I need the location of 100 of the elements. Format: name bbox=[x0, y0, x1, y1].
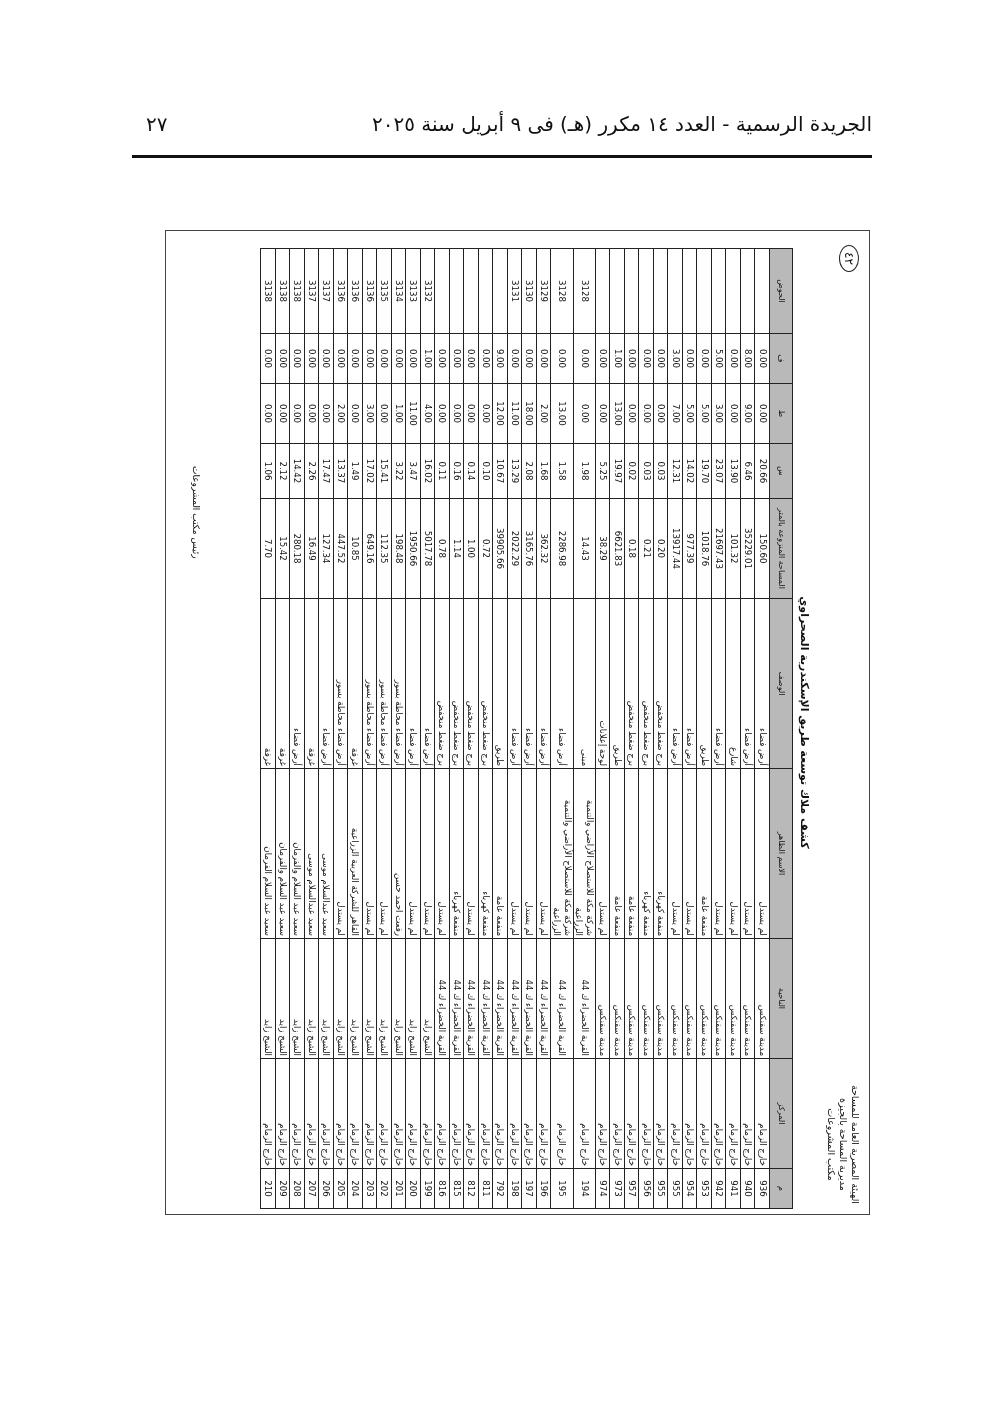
owner-name: شركة مكة للاستصلاح الأراضي والتنمية الزراعية bbox=[573, 768, 596, 939]
property-description: شارع bbox=[726, 598, 741, 769]
area-value: 280.18 bbox=[289, 498, 305, 599]
sahm-value: 13.29 bbox=[507, 443, 522, 499]
qirat-value: 2.00 bbox=[536, 383, 551, 444]
owner-name: لم يستدل bbox=[755, 768, 770, 939]
column-header: المساحة المنزوعة بالمتر bbox=[769, 498, 793, 599]
village-name: الشيخ زايد bbox=[333, 938, 348, 1059]
parcel-number: 205 bbox=[333, 1168, 348, 1209]
owner-name: لم يستدل bbox=[434, 768, 450, 939]
owner-name: منفعة كهرباء bbox=[449, 768, 464, 939]
village-name: القرية الخضراء ك 44 bbox=[573, 938, 596, 1059]
district-name: خارج الزمام bbox=[420, 1058, 435, 1169]
owner-name: سعيد عبد السلام والفرمان bbox=[289, 768, 305, 939]
district-name: خارج الزمام bbox=[697, 1058, 712, 1169]
owner-name: لم يستدل bbox=[536, 768, 551, 939]
parcel-number: 792 bbox=[492, 1168, 508, 1209]
property-description: طريق bbox=[697, 598, 712, 769]
sahm-value: 17.47 bbox=[318, 443, 334, 499]
qirat-value: 0.00 bbox=[434, 383, 450, 444]
column-header: الحوض bbox=[769, 248, 793, 334]
qirat-value: 11.00 bbox=[507, 383, 522, 444]
feddan-value: 0.00 bbox=[755, 333, 770, 384]
parcel-number: 196 bbox=[536, 1168, 551, 1209]
qirat-value: 13.00 bbox=[610, 383, 625, 444]
district-name: خارج الزمام bbox=[682, 1058, 697, 1169]
column-header: الوصف bbox=[769, 598, 793, 769]
owner-name: شركة مكة للاستصلاح الأراضي والتنمية الزراعية bbox=[550, 768, 574, 939]
area-value: 101.32 bbox=[726, 498, 741, 599]
qirat-value: 0.00 bbox=[755, 383, 770, 444]
qirat-value: 0.00 bbox=[260, 383, 276, 444]
village-name: مدينة سفنكس bbox=[595, 938, 610, 1059]
district-name: خارج الزمام bbox=[463, 1058, 479, 1169]
owner-name: لم يستدل bbox=[682, 768, 697, 939]
property-description: أرض فضاء محاطة بسور bbox=[362, 598, 377, 769]
parcel-number: 973 bbox=[610, 1168, 625, 1209]
parcel-number: 206 bbox=[318, 1168, 334, 1209]
district-name: خارج الزمام bbox=[668, 1058, 683, 1169]
district-name: خارج الزمام bbox=[275, 1058, 290, 1169]
feddan-value: 0.00 bbox=[289, 333, 305, 384]
feddan-value: 0.00 bbox=[449, 333, 464, 384]
area-value: 1950.66 bbox=[405, 498, 421, 599]
property-description: أرض فضاء محاطة بسور bbox=[376, 598, 392, 769]
qirat-value: 0.00 bbox=[449, 383, 464, 444]
sahm-value: 3.47 bbox=[405, 443, 421, 499]
owner-name: لم يستدل bbox=[595, 768, 610, 939]
owner-name: سعيد عبدالسلام موسى bbox=[318, 768, 334, 939]
parcel-number: 198 bbox=[507, 1168, 522, 1209]
sahm-value: 19.97 bbox=[610, 443, 625, 499]
sahm-value: 1.68 bbox=[536, 443, 551, 499]
village-name: مدينة سفنكس bbox=[726, 938, 741, 1059]
feddan-value: 1.00 bbox=[420, 333, 435, 384]
basin-number: 3136 bbox=[333, 248, 348, 334]
sahm-value: 3.22 bbox=[391, 443, 406, 499]
district-name: خارج الزمام bbox=[347, 1058, 363, 1169]
district-name: خارج الزمام bbox=[362, 1058, 377, 1169]
parcel-number: 811 bbox=[478, 1168, 493, 1209]
sahm-value: 19.70 bbox=[697, 443, 712, 499]
property-description: غرفة bbox=[347, 598, 363, 769]
qirat-value: 0.00 bbox=[595, 383, 610, 444]
sahm-value: 10.67 bbox=[492, 443, 508, 499]
owner-name: منفعة كهرباء bbox=[478, 768, 493, 939]
sahm-value: 16.02 bbox=[420, 443, 435, 499]
owner-name: منفعة كهرباء bbox=[653, 768, 668, 939]
district-name: خارج الزمام bbox=[492, 1058, 508, 1169]
owner-name: لم يستدل bbox=[376, 768, 392, 939]
owner-name: لم يستدل bbox=[405, 768, 421, 939]
feddan-value: 0.00 bbox=[478, 333, 493, 384]
feddan-value: 1.00 bbox=[610, 333, 625, 384]
column-header: ف bbox=[769, 333, 793, 384]
village-name: الشيخ زايد bbox=[362, 938, 377, 1059]
area-value: 16.49 bbox=[304, 498, 319, 599]
qirat-value: 0.00 bbox=[275, 383, 290, 444]
qirat-value: 5.00 bbox=[697, 383, 712, 444]
qirat-value: 0.00 bbox=[653, 383, 668, 444]
feddan-value: 0.00 bbox=[405, 333, 421, 384]
qirat-value: 9.00 bbox=[740, 383, 755, 444]
column-header: الناحية bbox=[769, 938, 793, 1059]
village-name: الشيخ زايد bbox=[347, 938, 363, 1059]
sahm-value: 0.11 bbox=[434, 443, 450, 499]
district-name: خارج الزمام bbox=[478, 1058, 493, 1169]
parcel-number: 197 bbox=[521, 1168, 537, 1209]
sahm-value: 0.03 bbox=[653, 443, 668, 499]
area-value: 150.60 bbox=[755, 498, 770, 599]
owner-name: لم يستدل bbox=[521, 768, 537, 939]
village-name: الشيخ زايد bbox=[260, 938, 276, 1059]
area-value: 2286.98 bbox=[550, 498, 574, 599]
district-name: خارج الزمام bbox=[521, 1058, 537, 1169]
district-name: خارج الزمام bbox=[304, 1058, 319, 1169]
feddan-value: 0.00 bbox=[521, 333, 537, 384]
area-value: 1.00 bbox=[463, 498, 479, 599]
district-name: خارج الزمام bbox=[740, 1058, 755, 1169]
property-description: برج ضغط منخفض bbox=[434, 598, 450, 769]
qirat-value: 3.00 bbox=[362, 383, 377, 444]
feddan-value: 0.00 bbox=[434, 333, 450, 384]
parcel-number: 942 bbox=[711, 1168, 726, 1209]
village-name: مدينة سفنكس bbox=[668, 938, 683, 1059]
qirat-value: 13.00 bbox=[550, 383, 574, 444]
parcel-number: 207 bbox=[304, 1168, 319, 1209]
district-name: خارج الزمام bbox=[624, 1058, 639, 1169]
